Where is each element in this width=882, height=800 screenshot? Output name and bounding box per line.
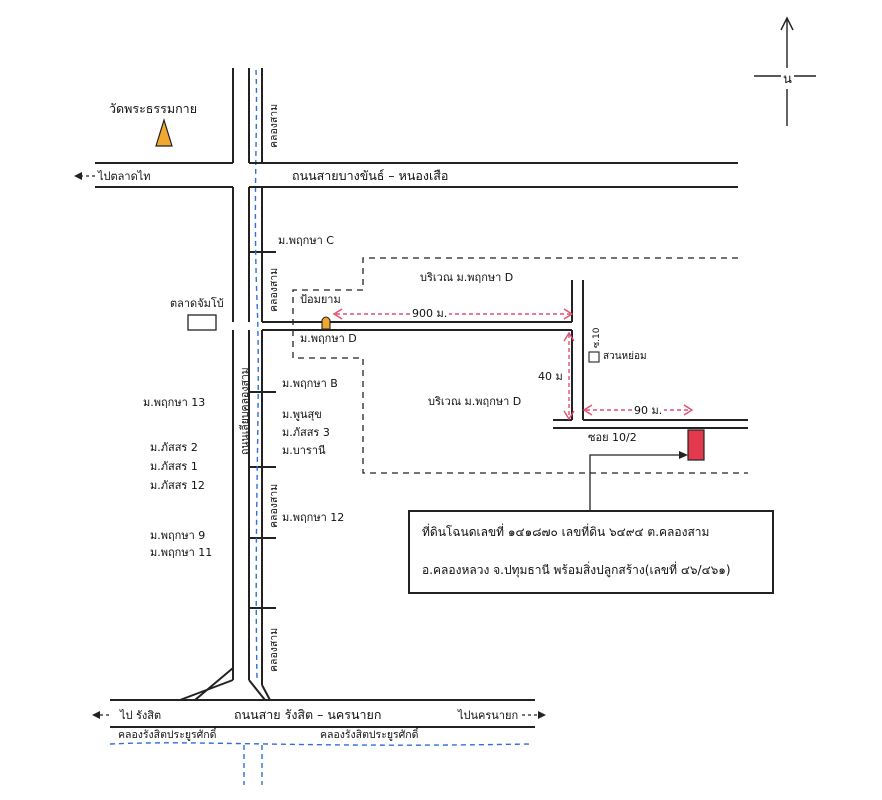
soi-10-2-road — [553, 419, 748, 429]
soi-10-2-label: ซอย 10/2 — [588, 431, 637, 444]
callout-line-2: อ.คลองหลวง จ.ปทุมธานี พร้อมสิ่งปลูกสร้าง… — [422, 563, 731, 577]
callout-leader — [589, 454, 680, 510]
khlong-sam-label-4: คลองสาม — [268, 627, 280, 672]
khlong-sam-label-2: คลองสาม — [268, 267, 280, 312]
land-plot-marker — [687, 429, 705, 461]
distance-40-label: 40 ม — [538, 370, 563, 383]
arrow-left-icon — [332, 308, 343, 320]
village-pruksa-b: ม.พฤกษา B — [282, 377, 338, 390]
khlong-sam-label-3: คลองสาม — [268, 483, 280, 528]
to-nakhon-nayok-label: ไปนครนายก — [458, 709, 519, 722]
village-baranee: ม.บารานี — [282, 444, 326, 457]
top-road — [95, 162, 738, 188]
watch-tower-icon — [321, 316, 331, 330]
village-passorn-1: ม.ภัสสร 1 — [150, 460, 198, 473]
arrow-right-icon — [679, 451, 688, 459]
khlong-rangsit-canal — [109, 742, 531, 746]
main-vertical-road — [232, 68, 250, 680]
market-jumbo-label: ตลาดจัมโบ้ — [170, 297, 224, 310]
canal-road-label: ถนนเลียบคลองสาม — [239, 367, 251, 455]
village-passorn-12: ม.ภัสสร 12 — [150, 479, 205, 492]
village-pruksa-9: ม.พฤกษา 9 — [150, 529, 206, 542]
distance-90-label: 90 ม. — [632, 404, 665, 417]
village-pruksa-d: ม.พฤกษา D — [300, 332, 357, 345]
north-label: น — [781, 68, 794, 89]
temple-label: วัดพระธรรมกาย — [109, 101, 198, 116]
pruksa-d-boundary — [292, 257, 748, 474]
village-pruksa-13: ม.พฤกษา 13 — [143, 396, 206, 409]
watch-tower-label: ป้อมยาม — [300, 293, 341, 306]
khlong-rangsit-label-2: คลองรังสิตประยูรศักดิ์ — [320, 729, 419, 741]
arrow-right-icon — [538, 711, 546, 719]
garden-icon — [588, 351, 600, 363]
callout-line-1: ที่ดินโฉนดเลขที่ ๑๔๑๘๗๐ เลขที่ดิน ๖๔๙๔ ต… — [422, 525, 710, 539]
arrow-right-icon — [563, 308, 574, 320]
land-deed-callout: ที่ดินโฉนดเลขที่ ๑๔๑๘๗๐ เลขที่ดิน ๖๔๙๔ ต… — [408, 510, 774, 594]
arrow-right-icon — [683, 404, 694, 416]
soi-10-vertical-label: ซ.10 — [592, 327, 602, 348]
arrow-up-icon — [563, 331, 575, 342]
temple-marker-icon — [155, 117, 173, 147]
soi-pruksa-d-road — [262, 280, 584, 420]
arrow-down-icon — [563, 410, 575, 421]
bottom-road-label: ถนนสาย รังสิต – นครนายก — [232, 707, 384, 722]
to-rangsit-label: ไป รังสิต — [120, 709, 162, 722]
arrow-left-icon — [74, 172, 82, 180]
village-passorn-3: ม.ภัสสร 3 — [282, 426, 330, 439]
village-pruksa-c: ม.พฤกษา C — [278, 234, 334, 247]
area-pruksa-d-top: บริเวณ ม.พฤกษา D — [420, 271, 514, 284]
garden-label: สวนหย่อม — [603, 351, 647, 362]
arrow-left-icon — [582, 404, 593, 416]
khlong-sam-label-1: คลองสาม — [268, 103, 280, 148]
bottom-road — [110, 667, 535, 728]
village-pruksa-11: ม.พฤกษา 11 — [150, 546, 213, 559]
khlong-sam-canal — [243, 69, 263, 785]
distance-900-label: 900 ม. — [410, 307, 450, 320]
village-passorn-2: ม.ภัสสร 2 — [150, 441, 198, 454]
area-pruksa-d-bottom: บริเวณ ม.พฤกษา D — [428, 395, 522, 408]
village-poonsuk: ม.พูนสุข — [282, 408, 322, 421]
khlong-rangsit-label-1: คลองรังสิตประยูรศักดิ์ — [118, 729, 217, 741]
market-icon — [187, 314, 217, 331]
to-talat-thai-label: ไปตลาดไท — [98, 170, 151, 183]
top-road-label: ถนนสายบางขันธ์ – หนองเสือ — [290, 168, 451, 183]
khlong-sam-bank — [249, 68, 276, 685]
arrow-left-icon — [92, 711, 100, 719]
village-pruksa-12: ม.พฤกษา 12 — [282, 511, 345, 524]
